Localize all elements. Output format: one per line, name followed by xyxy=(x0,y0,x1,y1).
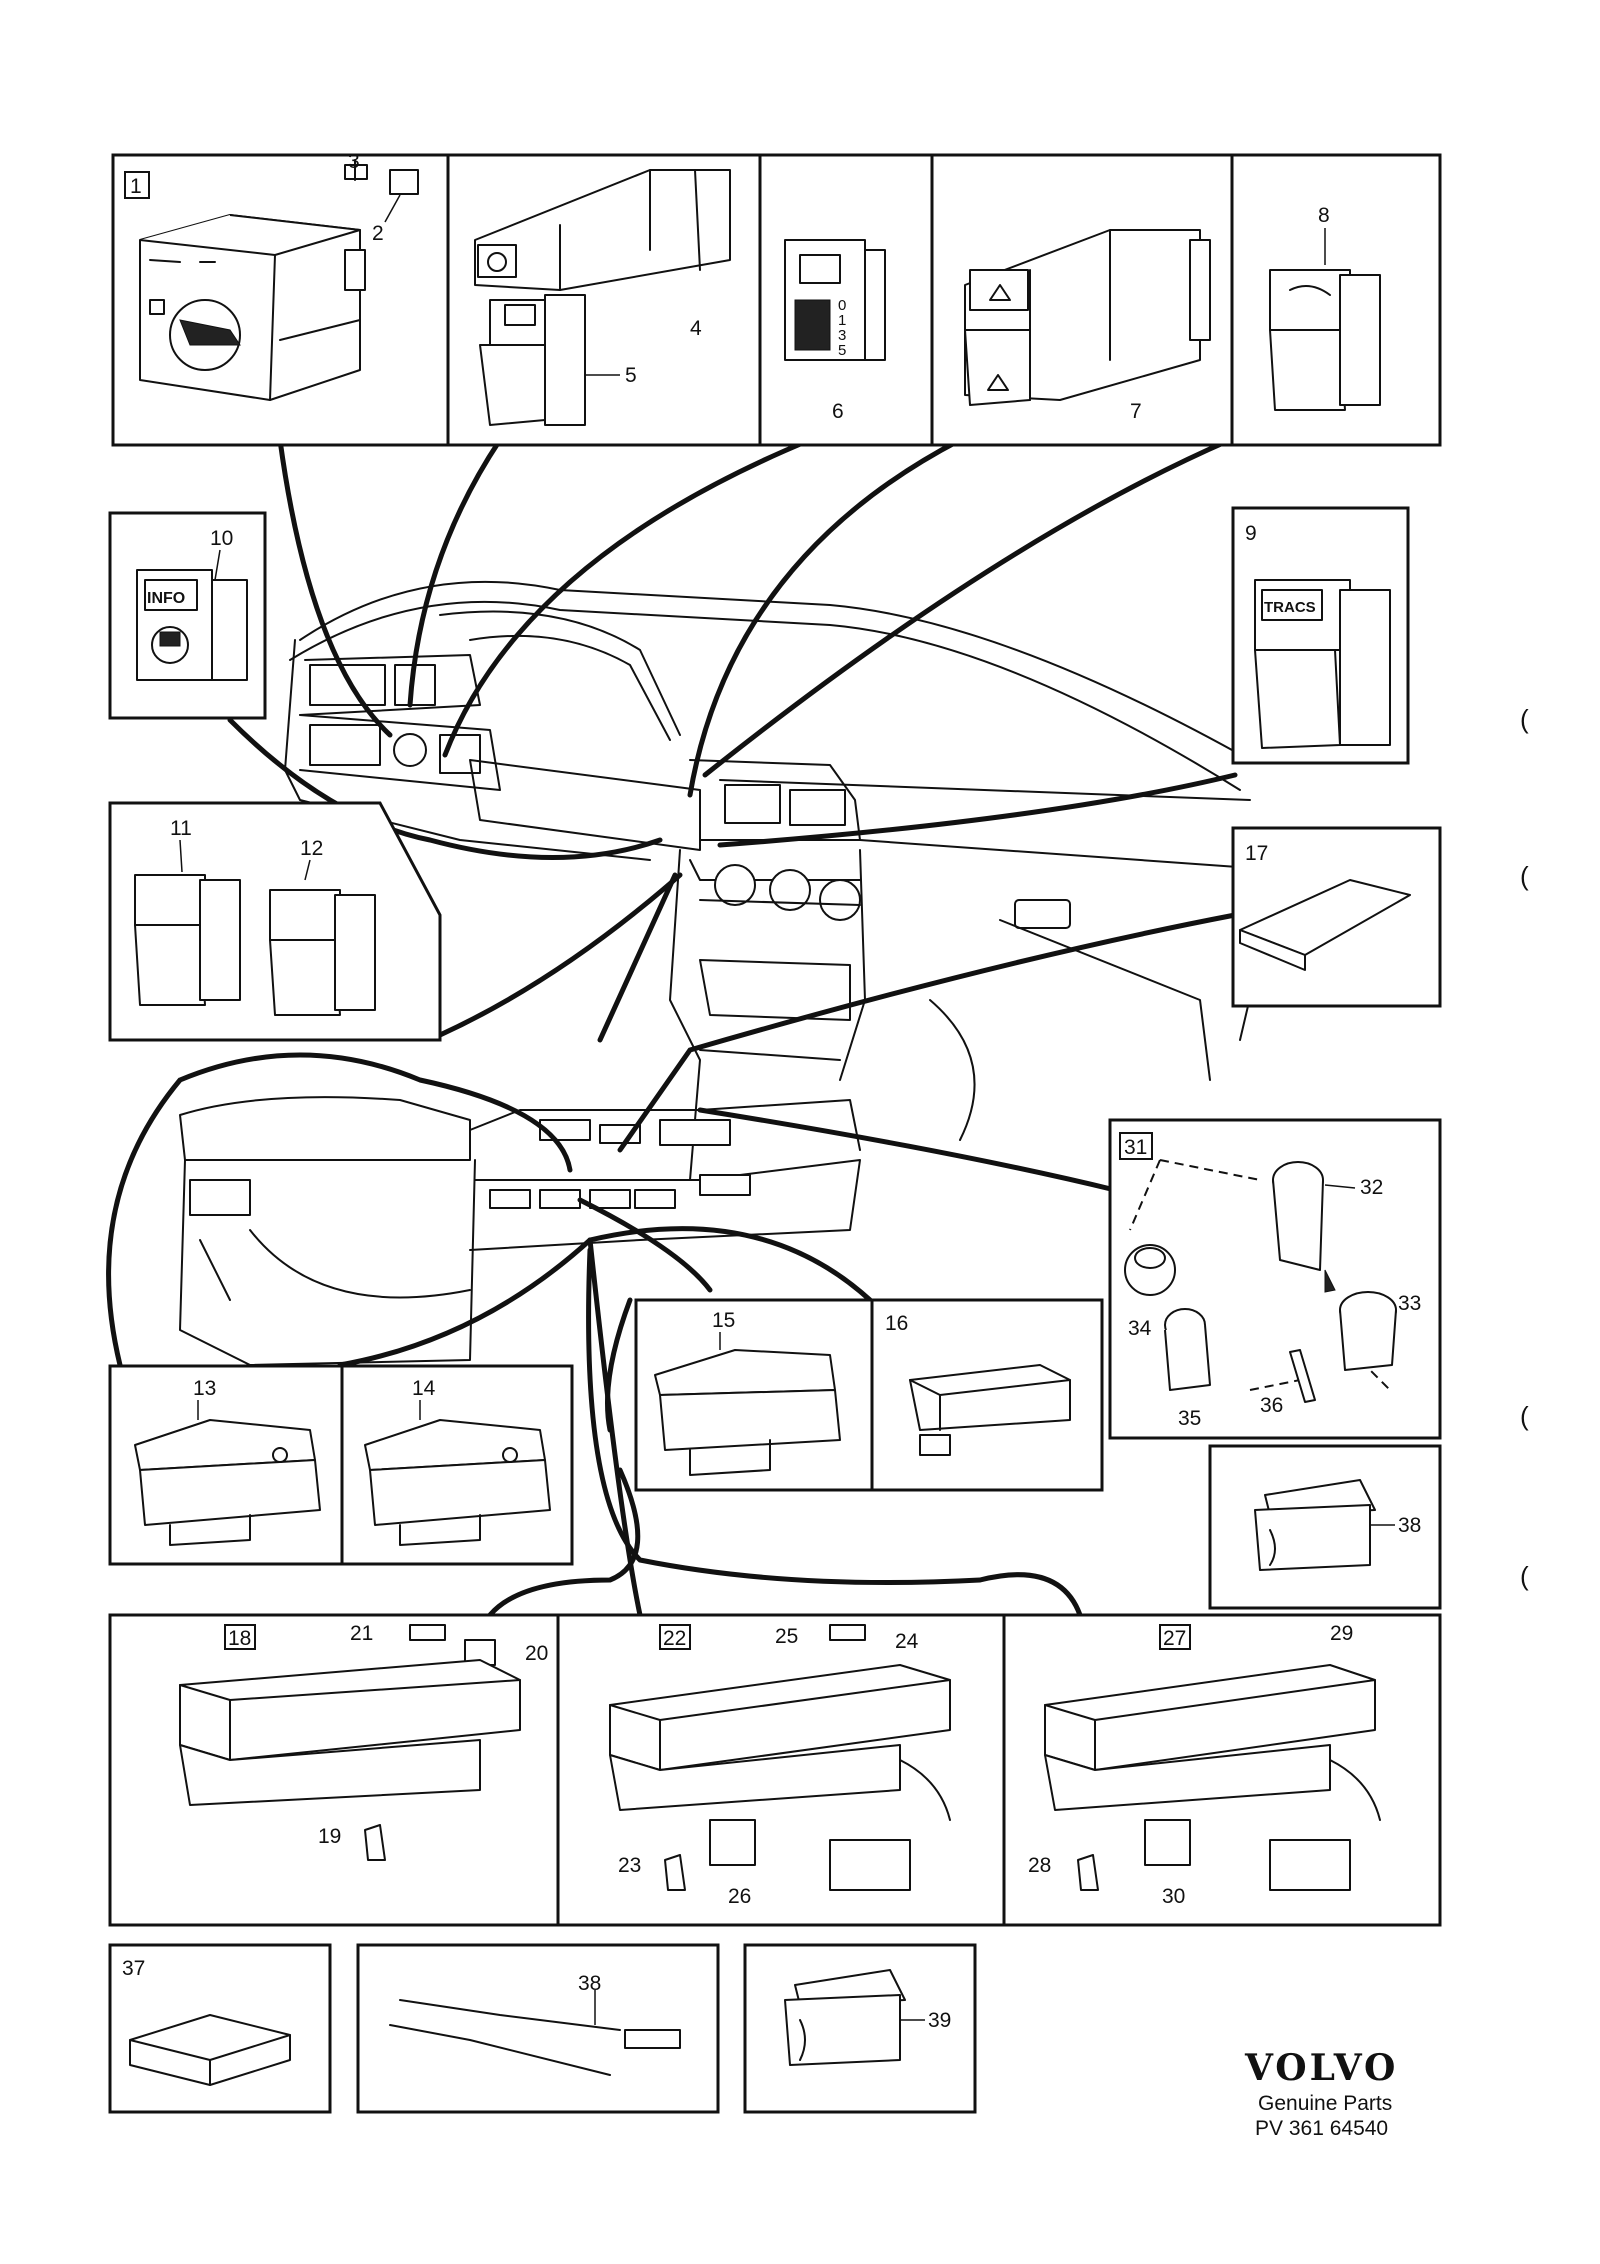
panel-38-cables: 38 xyxy=(356,1943,720,2114)
callout-22: 22 xyxy=(663,1627,686,1650)
margin-mark-2: ( xyxy=(1520,861,1529,891)
panel-27-panel: 27 29 28 30 xyxy=(1002,1613,1442,1927)
panel-14-switch: 14 xyxy=(340,1364,574,1566)
console-drawing xyxy=(179,1096,861,1366)
info-label: INFO xyxy=(147,590,185,607)
callout-2: 2 xyxy=(372,222,384,245)
panel-11-12-switches: 11 12 xyxy=(108,801,442,1042)
panel-8-switch: 8 xyxy=(1230,153,1442,447)
panel-16-module: 16 xyxy=(870,1298,1104,1492)
margin-mark-3: ( xyxy=(1520,1401,1529,1431)
panel-18-panel: 18 21 20 19 xyxy=(108,1613,560,1927)
callout-38-right: 38 xyxy=(1398,1514,1421,1537)
callout-16: 16 xyxy=(885,1312,908,1335)
callout-5: 5 xyxy=(625,364,637,387)
callout-26: 26 xyxy=(728,1885,751,1908)
scale-3: 3 xyxy=(838,327,846,344)
brand-tagline: Genuine Parts xyxy=(1258,2092,1392,2115)
callout-7: 7 xyxy=(1130,400,1142,423)
panel-4-5-switches: 4 5 xyxy=(446,153,762,447)
callout-4: 4 xyxy=(690,317,702,340)
panel-39-switch: 39 xyxy=(743,1943,977,2114)
callout-9: 9 xyxy=(1245,522,1257,545)
callout-15: 15 xyxy=(712,1309,735,1332)
callout-12: 12 xyxy=(300,837,323,860)
callout-8: 8 xyxy=(1318,204,1330,227)
callout-34: 34 xyxy=(1128,1317,1152,1340)
callout-32: 32 xyxy=(1360,1176,1383,1199)
callout-14: 14 xyxy=(412,1377,436,1400)
callout-6: 6 xyxy=(832,400,844,423)
reference-number: PV 361 64540 xyxy=(1255,2117,1388,2140)
callout-28: 28 xyxy=(1028,1854,1051,1877)
panel-15-switch: 15 xyxy=(634,1298,874,1492)
leader-lines xyxy=(106,437,1238,1618)
brand-logo: VOLVO xyxy=(1244,2047,1398,2089)
callout-3: 3 xyxy=(348,150,360,173)
callout-27: 27 xyxy=(1163,1627,1186,1650)
callout-1: 1 xyxy=(130,175,142,198)
callout-36: 36 xyxy=(1260,1394,1283,1417)
callout-33: 33 xyxy=(1398,1292,1421,1315)
callout-10: 10 xyxy=(210,527,233,550)
margin-marks: ( ( ( ( xyxy=(1520,704,1529,1591)
panel-1-light-switch: 1 3 2 xyxy=(111,150,450,447)
callout-39: 39 xyxy=(928,2009,951,2032)
callout-11: 11 xyxy=(170,817,192,840)
callout-31: 31 xyxy=(1124,1136,1147,1159)
panel-7-hazard-switch: 7 xyxy=(930,153,1234,447)
panel-10-info-switch: 10 INFO xyxy=(108,511,267,720)
callout-19: 19 xyxy=(318,1825,341,1848)
callout-21: 21 xyxy=(350,1622,373,1645)
panel-17-cover: 17 xyxy=(1231,826,1442,1008)
callout-20: 20 xyxy=(525,1642,548,1665)
callout-13: 13 xyxy=(193,1377,216,1400)
callout-24: 24 xyxy=(895,1630,919,1653)
callout-35: 35 xyxy=(1178,1407,1201,1430)
callout-17: 17 xyxy=(1245,842,1268,865)
callout-23: 23 xyxy=(618,1854,641,1877)
tracs-label: TRACS xyxy=(1264,599,1316,616)
panel-37-module: 37 xyxy=(108,1943,332,2114)
dashboard-drawing xyxy=(284,580,1281,1181)
panel-13-switch: 13 xyxy=(108,1364,344,1566)
callout-29: 29 xyxy=(1330,1622,1353,1645)
scale-1: 1 xyxy=(838,312,846,329)
panel-38-switch: 38 xyxy=(1208,1444,1442,1610)
callout-30: 30 xyxy=(1162,1885,1185,1908)
callout-37: 37 xyxy=(122,1957,145,1980)
margin-mark-4: ( xyxy=(1520,1561,1529,1591)
panel-6-dimmer: 0 1 3 5 6 xyxy=(758,153,934,447)
scale-5: 5 xyxy=(838,342,846,359)
panel-22-panel: 22 25 24 23 26 xyxy=(556,1613,1006,1927)
callout-25: 25 xyxy=(775,1625,798,1648)
footer: VOLVO Genuine Parts PV 361 64540 xyxy=(1244,2047,1398,2140)
panel-31-cigarette-lighter: 31 32 33 34 35 36 xyxy=(1108,1118,1442,1440)
callout-18: 18 xyxy=(228,1627,251,1650)
scale-0: 0 xyxy=(838,297,846,314)
callout-38-cables: 38 xyxy=(578,1972,601,1995)
panel-9-tracs-switch: 9 TRACS xyxy=(1231,506,1410,765)
margin-mark-1: ( xyxy=(1520,704,1529,734)
